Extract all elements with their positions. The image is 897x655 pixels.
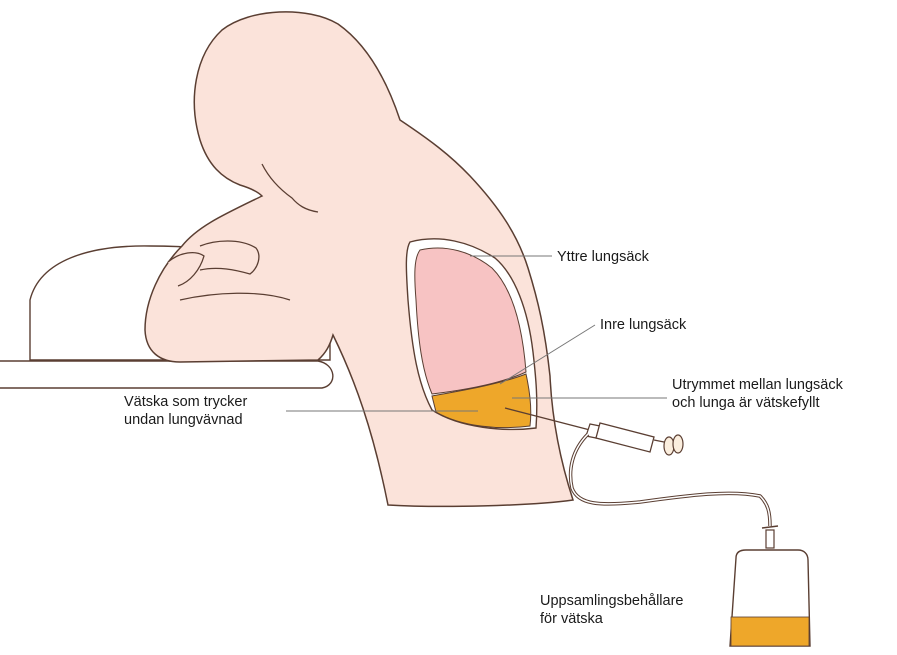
label-fluid-displacing: Vätska som trycker undan lungvävnad — [124, 393, 247, 429]
patient-body — [145, 12, 573, 507]
table — [0, 361, 333, 388]
label-fluid-space: Utrymmet mellan lungsäck och lunga är vä… — [672, 376, 843, 412]
label-collection-bag: Uppsamlingsbehållare för vätska — [540, 592, 683, 628]
collection-bag — [730, 550, 810, 646]
label-outer-pleura: Yttre lungsäck — [557, 248, 649, 266]
label-inner-pleura: Inre lungsäck — [600, 316, 686, 334]
